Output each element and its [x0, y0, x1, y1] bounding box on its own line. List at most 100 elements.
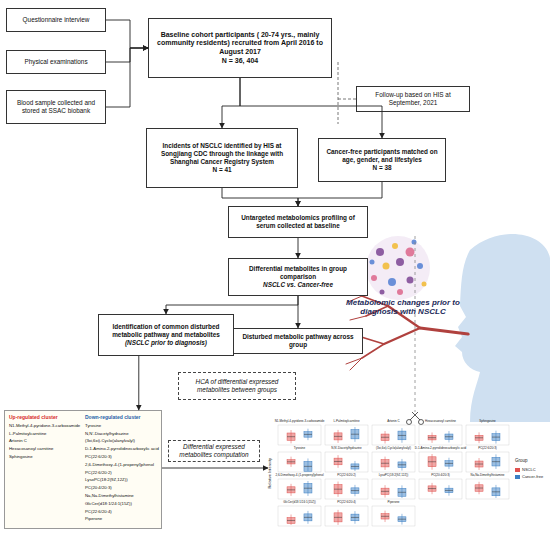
node-text: Disturbed metabolic pathway across group	[237, 333, 359, 348]
box	[492, 488, 500, 496]
cluster-box: Up-regulated clusterN1-Methyl-4-pyridone…	[4, 410, 162, 529]
panel-title: (3xi,6xi)-Cyclo(alanylvalyl)	[370, 447, 417, 450]
panel-frame	[278, 425, 321, 445]
median	[492, 437, 500, 438]
flow-arrow	[106, 48, 148, 62]
panel-frame	[466, 452, 509, 472]
legend-swatch	[515, 468, 520, 472]
computation-arrow	[162, 468, 268, 469]
box	[492, 457, 500, 466]
cluster-heading: Down-regulated cluster	[85, 415, 141, 421]
median	[492, 491, 500, 492]
median	[304, 517, 312, 518]
box	[428, 486, 436, 491]
box	[475, 485, 483, 491]
panel-frame	[325, 479, 368, 499]
panel-frame	[419, 425, 462, 445]
node-text: Cancer-free participants matched on age,…	[322, 148, 442, 163]
cluster-heading: Up-regulated cluster	[9, 415, 58, 421]
median	[445, 490, 453, 491]
node-text: Identification of common disturbed metab…	[102, 323, 230, 338]
flow-arrow	[106, 48, 148, 107]
node-text: Baseline cohort participants ( 20-74 yrs…	[152, 31, 328, 56]
flow-arrow	[298, 238, 299, 258]
median	[304, 488, 312, 489]
flow-arrow	[222, 78, 240, 128]
metabolite-name: D-1-Amino-2-pyrrolidinecarboxylic acid	[85, 446, 159, 451]
metabolite-name: Artonin C	[9, 438, 27, 443]
box	[381, 434, 389, 440]
metabolite-name: GlcCer(d18:1/24:1(15Z))	[85, 501, 132, 506]
metabolite-name: PC(22:6/20:2)	[85, 470, 112, 475]
scissors-icon	[407, 412, 424, 425]
metabolite-dots	[370, 240, 427, 296]
box	[398, 488, 406, 496]
panel-title: Na,Na-Dimethylhistamine	[464, 474, 511, 477]
box	[428, 457, 436, 467]
node-text: (NSCLC prior to diagnosis)	[125, 339, 207, 347]
panel-title: PC(20:4/20:3)	[417, 474, 464, 477]
metabolite-name: L-Palmitoylcarnitine	[9, 431, 47, 436]
panel-title: GlcCer(d18:1/24:1(15Z))	[276, 501, 323, 504]
median	[287, 489, 295, 490]
panel-frame	[325, 452, 368, 472]
legend-text: NSCLC	[522, 467, 536, 472]
process-box: Baseline cohort participants ( 20-74 yrs…	[148, 18, 332, 78]
flow-arrow	[106, 20, 148, 48]
dashed-note-box: Differential expressed metabolites compu…	[168, 440, 260, 462]
box	[475, 435, 483, 440]
median	[304, 434, 312, 435]
process-box: Blood sample collected and stored at SSA…	[6, 90, 106, 124]
process-box: Untargeted metabolomics profiling of ser…	[228, 206, 368, 238]
panel-title: N1-Methyl-4-pyridone-3-carboxamide	[276, 420, 323, 423]
process-box: Physical examinations	[6, 50, 106, 74]
node-text: HCA of differential expressed metabolite…	[182, 378, 292, 393]
box	[334, 513, 342, 522]
median	[381, 463, 389, 464]
box	[304, 432, 312, 437]
box	[398, 431, 406, 440]
box	[304, 483, 312, 493]
process-box: Questionnaire interview	[6, 8, 106, 32]
process-box: Disturbed metabolic pathway across group	[233, 328, 363, 354]
median	[381, 491, 389, 492]
legend-entry: NSCLC	[515, 468, 543, 473]
process-box: Differential metabolites in group compar…	[228, 258, 368, 296]
panel-frame	[419, 452, 462, 472]
panel-title: Sphingosine	[464, 420, 511, 423]
median	[428, 488, 436, 489]
person-silhouette	[455, 234, 550, 422]
panel-title: N,N'-Diacetylhydrazine	[323, 447, 370, 450]
median	[334, 517, 342, 518]
median	[492, 461, 500, 462]
median	[287, 436, 295, 437]
metabolite-name: Hexacosanoyl carnitine	[9, 446, 53, 451]
median	[381, 437, 389, 438]
panel-frame	[372, 452, 415, 472]
median	[304, 466, 312, 467]
axis-title: Relative Intensity	[268, 453, 273, 493]
process-box: Follow-up based on HIS at September, 202…	[356, 86, 470, 112]
median	[428, 437, 436, 438]
node-text: N = 36, 404	[222, 57, 258, 65]
legend-text: Cancer-free	[522, 474, 543, 479]
median	[475, 488, 483, 489]
illustration-caption: Metabolomic changes prior to diagnosis w…	[336, 298, 470, 316]
panel-title: PC(22:6/20:3)	[464, 447, 511, 450]
panel-frame	[372, 425, 415, 445]
median	[287, 461, 295, 462]
panel-title: PC(22:6/20:4)	[323, 501, 370, 504]
node-text: N = 38	[372, 164, 391, 172]
median	[475, 437, 483, 438]
box	[287, 487, 295, 493]
metabolite-name: PC(22:6/20:3)	[85, 454, 112, 459]
panel-frame	[372, 506, 415, 526]
legend-entry: Cancer-free	[515, 475, 543, 480]
panel-frame	[419, 479, 462, 499]
median	[351, 466, 359, 467]
metabolite-name: PC(22:6/20:4)	[85, 509, 112, 514]
panel-frame	[372, 479, 415, 499]
median	[334, 489, 342, 490]
node-text: Blood sample collected and stored at SSA…	[10, 99, 102, 114]
node-text: NSCLC vs. Cancer-free	[263, 281, 333, 289]
